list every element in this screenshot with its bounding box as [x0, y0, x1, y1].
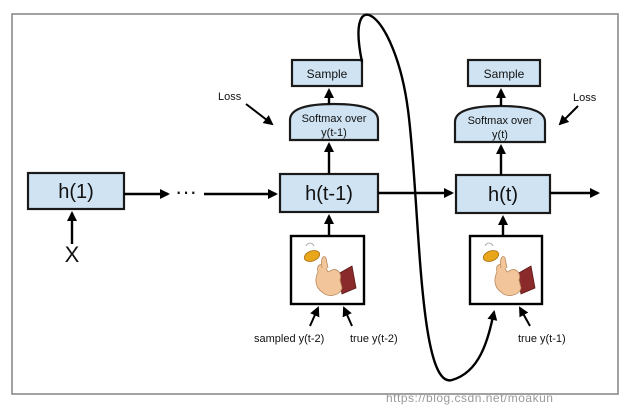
ellipsis: ··· [175, 179, 197, 204]
sample-right-label: Sample [484, 67, 525, 81]
sample-feedback-curve [357, 13, 498, 382]
softmax-right-line1: Softmax over [468, 115, 533, 127]
softmax-left-line2: y(t-1) [321, 127, 347, 139]
true-input-right-label: true y(t-1) [518, 333, 566, 345]
softmax-left-node [288, 102, 380, 142]
h1-node [26, 171, 126, 211]
softmax-right-node [453, 104, 547, 144]
true-input-left-label: true y(t-2) [350, 333, 398, 345]
loss-left-label: Loss [218, 91, 242, 103]
h-t-minus-1-label: h(t-1) [305, 183, 353, 205]
sample-left-label: Sample [307, 67, 348, 81]
h-t-minus-1-node [278, 172, 380, 214]
h-t-label: h(t) [488, 184, 518, 206]
true-input-right-arrow [519, 306, 531, 327]
watermark: https://blog.csdn.net/moakun [386, 391, 553, 405]
h-t-node [454, 173, 552, 215]
input-x-label: X [65, 242, 80, 267]
softmax-right-line2: y(t) [492, 129, 508, 141]
true-input-left-arrow [342, 306, 353, 327]
loss-right-arrow [558, 105, 579, 126]
h1-label: h(1) [58, 181, 94, 203]
loss-left-arrow [245, 103, 274, 126]
sample-left-node [290, 58, 364, 88]
sampled-input-arrow [309, 306, 320, 327]
sampled-input-label: sampled y(t-2) [254, 333, 324, 345]
sample-right-node [466, 58, 542, 88]
softmax-left-line1: Softmax over [302, 113, 367, 125]
loss-right-label: Loss [573, 92, 597, 104]
